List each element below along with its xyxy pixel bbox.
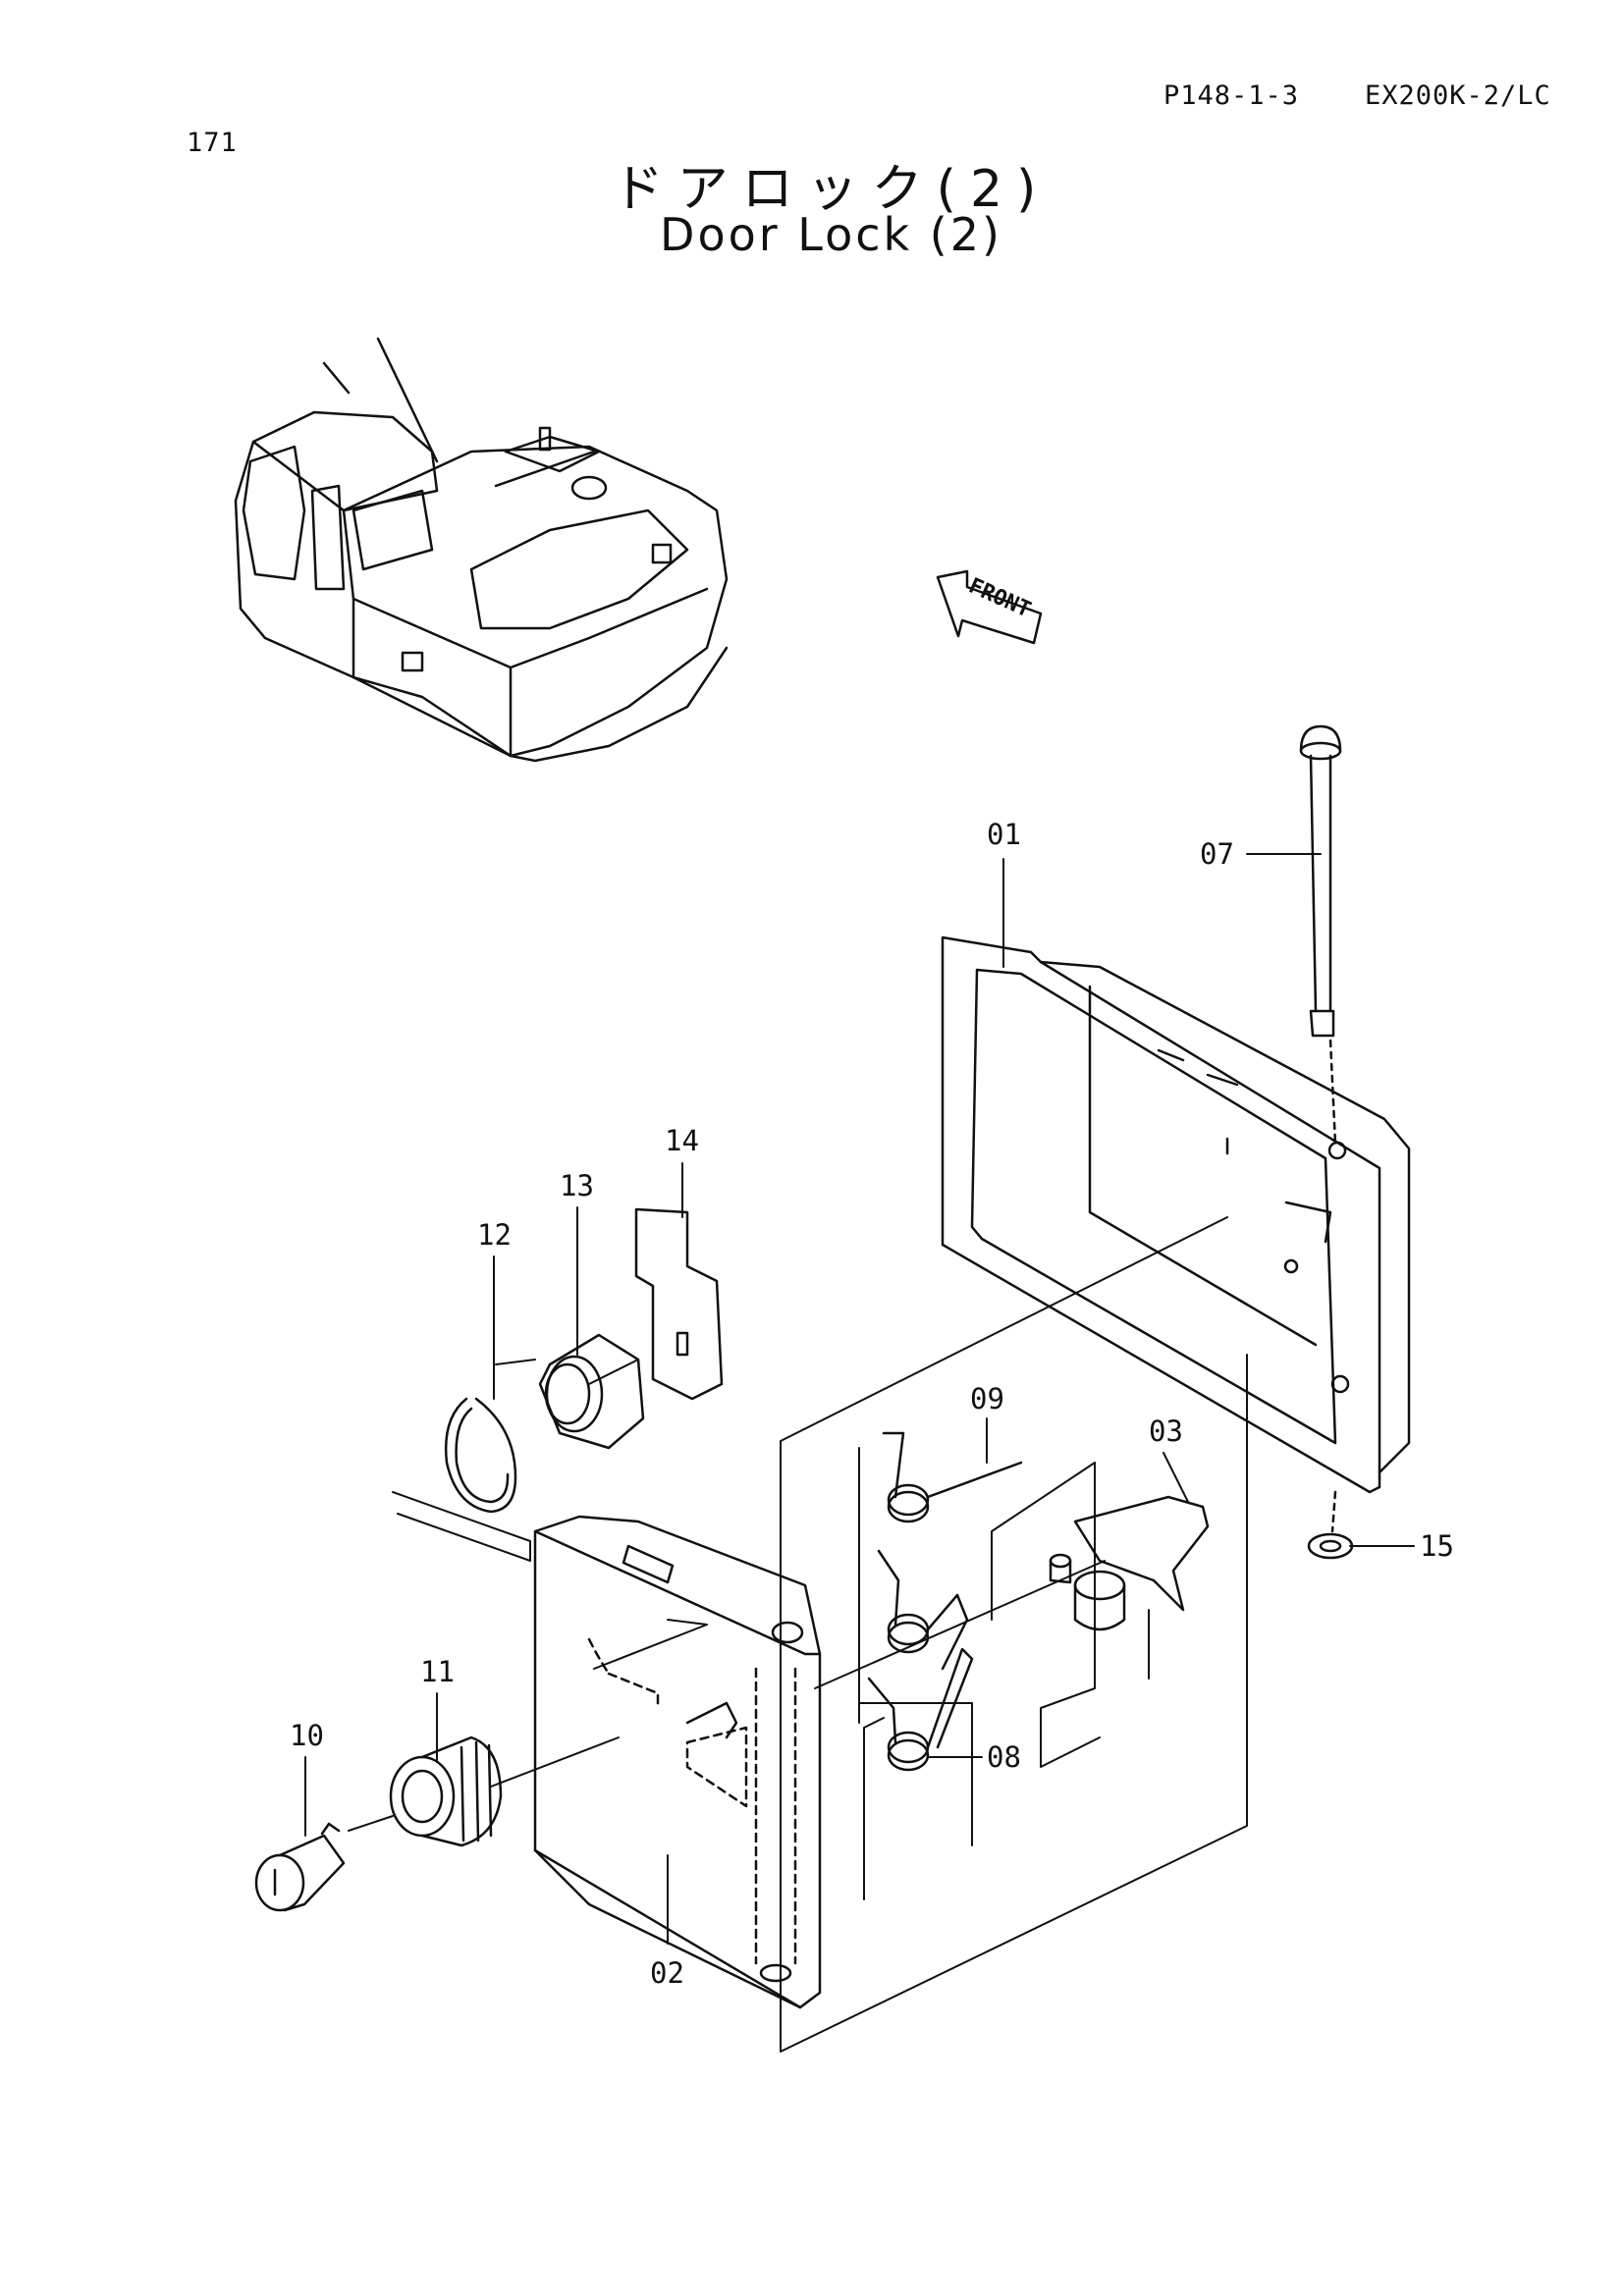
part-09-torsion-spring bbox=[877, 1431, 1023, 1671]
leader-lines bbox=[304, 853, 1415, 1945]
model-code: EX200K-2/LC bbox=[1365, 80, 1551, 111]
part-14-plate bbox=[634, 1207, 724, 1401]
page-code: P148-1-3 bbox=[1163, 80, 1300, 111]
page-number: 171 bbox=[187, 128, 238, 158]
callout-15: 15 bbox=[1420, 1529, 1454, 1563]
callout-01: 01 bbox=[987, 818, 1021, 851]
part-01-lock-housing bbox=[941, 935, 1411, 1494]
callout-13: 13 bbox=[560, 1169, 594, 1202]
title-japanese: ドアロック(2) bbox=[612, 160, 1051, 219]
assembly-guide-lines bbox=[348, 1216, 1248, 2053]
callout-12: 12 bbox=[477, 1218, 512, 1252]
callout-14: 14 bbox=[665, 1124, 699, 1157]
part-10-key-cylinder bbox=[254, 1822, 346, 1912]
callout-02: 02 bbox=[650, 1956, 684, 1990]
title-english: Door Lock (2) bbox=[660, 208, 1002, 261]
front-label: FRONT bbox=[965, 574, 1035, 623]
part-11-cylinder-housing bbox=[389, 1735, 503, 1847]
part-12-snap-ring bbox=[445, 1397, 517, 1514]
part-08-torsion-spring bbox=[867, 1647, 974, 1772]
callout-10: 10 bbox=[290, 1719, 324, 1752]
excavator-overview bbox=[234, 337, 729, 763]
part-15-e-ring bbox=[1307, 1490, 1354, 1560]
callout-03: 03 bbox=[1149, 1415, 1183, 1448]
callout-07: 07 bbox=[1200, 837, 1234, 871]
part-07-pin bbox=[1299, 724, 1342, 1146]
part-13-nut bbox=[538, 1333, 645, 1450]
part-03-lever bbox=[1049, 1495, 1210, 1631]
part-02-lock-body bbox=[533, 1515, 822, 2009]
callout-09: 09 bbox=[970, 1382, 1004, 1415]
callout-labels: 01 02 03 07 08 09 10 11 12 13 14 15 bbox=[290, 818, 1454, 1990]
front-arrow-icon: FRONT bbox=[936, 569, 1043, 645]
callout-08: 08 bbox=[987, 1740, 1021, 1774]
callout-11: 11 bbox=[420, 1655, 455, 1688]
